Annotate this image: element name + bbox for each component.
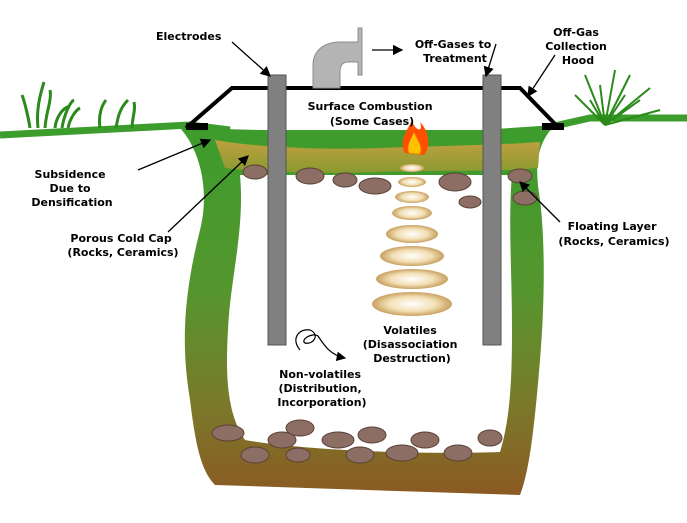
label-surface-combustion: Surface Combustion (Some Cases): [308, 100, 437, 128]
label-offgas-hood: Off-Gas Collection Hood: [545, 26, 610, 67]
cap-rocks: [242, 164, 538, 209]
palm-plant-icon: [574, 69, 661, 126]
electrode-right: [482, 74, 502, 346]
label-nonvolatiles: Non-volatiles (Distribution, Incorporati…: [277, 368, 366, 409]
nonvolatile-path-icon: [295, 329, 347, 362]
label-floating-layer: Floating Layer (Rocks, Ceramics): [558, 220, 669, 248]
cold-cap: [215, 140, 540, 173]
bottom-rocks: [211, 419, 503, 464]
offgas-collection-hood: [184, 86, 564, 130]
pit-cavity: [226, 175, 512, 453]
label-electrodes: Electrodes: [156, 30, 222, 43]
label-offgas-treatment: Off-Gases to Treatment: [415, 38, 495, 65]
callout-arrows: [137, 41, 561, 233]
label-subsidence: Subsidence Due to Densification: [31, 168, 112, 209]
label-porous-cold-cap: Porous Cold Cap (Rocks, Ceramics): [67, 232, 178, 259]
flame-icon: [402, 120, 429, 155]
electrode-left: [267, 74, 287, 346]
label-volatiles: Volatiles (Disassociation Destruction): [363, 324, 462, 365]
pipe-elbow-icon: [312, 27, 363, 89]
volatile-bubbles: [372, 164, 452, 316]
grass-tuft-icon: [20, 81, 137, 129]
